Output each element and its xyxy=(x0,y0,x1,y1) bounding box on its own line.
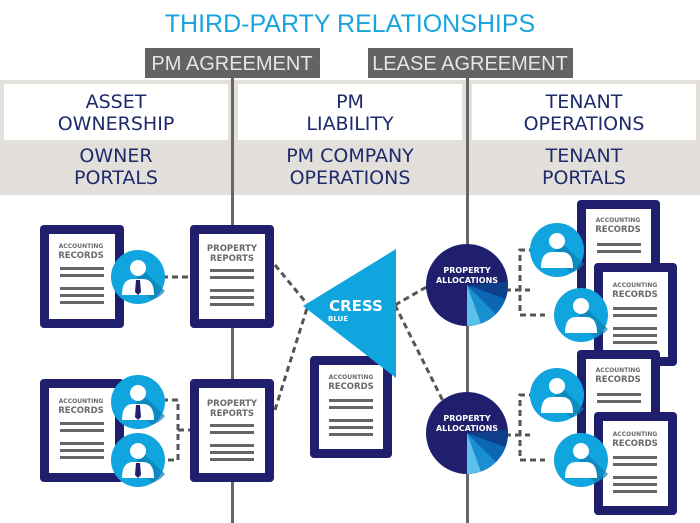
pie-wedge xyxy=(467,281,508,300)
owner-person-icon xyxy=(111,250,165,304)
tenant-person-icon xyxy=(554,288,608,342)
col3-bottom-line2: PORTALS xyxy=(542,167,626,189)
col2-top-line1: PM xyxy=(336,91,364,113)
pie-label-line: ALLOCATIONS xyxy=(436,276,498,285)
col3-top-line2: OPERATIONS xyxy=(524,113,645,135)
pie-wedge xyxy=(467,285,482,326)
svg-text:ACCOUNTING: ACCOUNTING xyxy=(613,431,658,438)
col1-top-box xyxy=(4,84,228,140)
svg-text:RECORDS: RECORDS xyxy=(58,251,104,261)
pie-wedge xyxy=(467,433,482,474)
svg-text:RECORDS: RECORDS xyxy=(595,225,641,235)
svg-text:RECORDS: RECORDS xyxy=(328,382,374,392)
svg-text:ACCOUNTING: ACCOUNTING xyxy=(613,282,658,289)
svg-text:ACCOUNTING: ACCOUNTING xyxy=(596,367,641,374)
property-reports-2: PROPERTY REPORTS xyxy=(190,379,274,482)
cress-blue-logo: CRESS BLUE xyxy=(303,249,396,378)
tenant-accounting-records-2: ACCOUNTING RECORDS xyxy=(594,263,677,366)
col1-top-line1: ASSET xyxy=(86,91,147,113)
pm-agreement-badge xyxy=(145,48,320,78)
col1-top-line2: OWNERSHIP xyxy=(58,113,175,135)
pie-wedge xyxy=(467,285,506,314)
svg-text:BLUE: BLUE xyxy=(328,315,348,323)
pie-label-line: PROPERTY xyxy=(443,414,490,423)
tenant-person-icon xyxy=(530,223,584,277)
pie-wedge xyxy=(467,285,496,324)
svg-text:CRESS: CRESS xyxy=(329,297,383,315)
lease-agreement-badge xyxy=(368,48,573,78)
lease-agreement-label: LEASE AGREEMENT xyxy=(372,53,568,75)
svg-text:ACCOUNTING: ACCOUNTING xyxy=(329,374,374,381)
col1-bottom-line1: OWNER xyxy=(79,145,152,167)
svg-text:ACCOUNTING: ACCOUNTING xyxy=(59,398,104,405)
svg-text:PROPERTY: PROPERTY xyxy=(207,244,258,254)
col3-top-line1: TENANT xyxy=(545,91,623,113)
col2-bottom-line2: OPERATIONS xyxy=(290,167,411,189)
col3-bottom-line1: TENANT xyxy=(545,145,623,167)
tenant-person-icon xyxy=(530,368,584,422)
tenant-person-icon xyxy=(554,433,608,487)
svg-text:RECORDS: RECORDS xyxy=(595,375,641,385)
pie-wedge xyxy=(467,429,508,448)
svg-text:ACCOUNTING: ACCOUNTING xyxy=(59,243,104,250)
col2-top-line2: LIABILITY xyxy=(306,113,394,135)
svg-text:PROPERTY: PROPERTY xyxy=(207,399,258,409)
diagram-title: THIRD-PARTY RELATIONSHIPS xyxy=(165,10,535,38)
svg-text:REPORTS: REPORTS xyxy=(210,409,254,419)
tenant-accounting-records-4: ACCOUNTING RECORDS xyxy=(594,412,677,515)
owner-person-icon xyxy=(111,433,165,487)
col1-bottom-line2: PORTALS xyxy=(74,167,158,189)
svg-text:ACCOUNTING: ACCOUNTING xyxy=(596,217,641,224)
svg-text:RECORDS: RECORDS xyxy=(612,290,658,300)
svg-text:REPORTS: REPORTS xyxy=(210,254,254,264)
col2-bottom-line1: PM COMPANY xyxy=(286,145,414,167)
pie-label-line: ALLOCATIONS xyxy=(436,424,498,433)
property-reports-1: PROPERTY REPORTS xyxy=(190,225,274,328)
svg-text:RECORDS: RECORDS xyxy=(58,406,104,416)
col3-top-box xyxy=(472,84,696,140)
pm-accounting-records: ACCOUNTING RECORDS xyxy=(310,356,392,458)
owner-person-icon xyxy=(111,375,165,429)
col2-top-box xyxy=(238,84,462,140)
pie-wedge xyxy=(467,433,506,462)
pm-agreement-label: PM AGREEMENT xyxy=(151,53,312,75)
owner-accounting-records-1: ACCOUNTING RECORDS xyxy=(40,225,124,328)
svg-text:RECORDS: RECORDS xyxy=(612,439,658,449)
owner-accounting-records-2: ACCOUNTING RECORDS xyxy=(40,379,124,482)
pie-label-line: PROPERTY xyxy=(443,266,490,275)
pie-wedge xyxy=(467,433,496,472)
